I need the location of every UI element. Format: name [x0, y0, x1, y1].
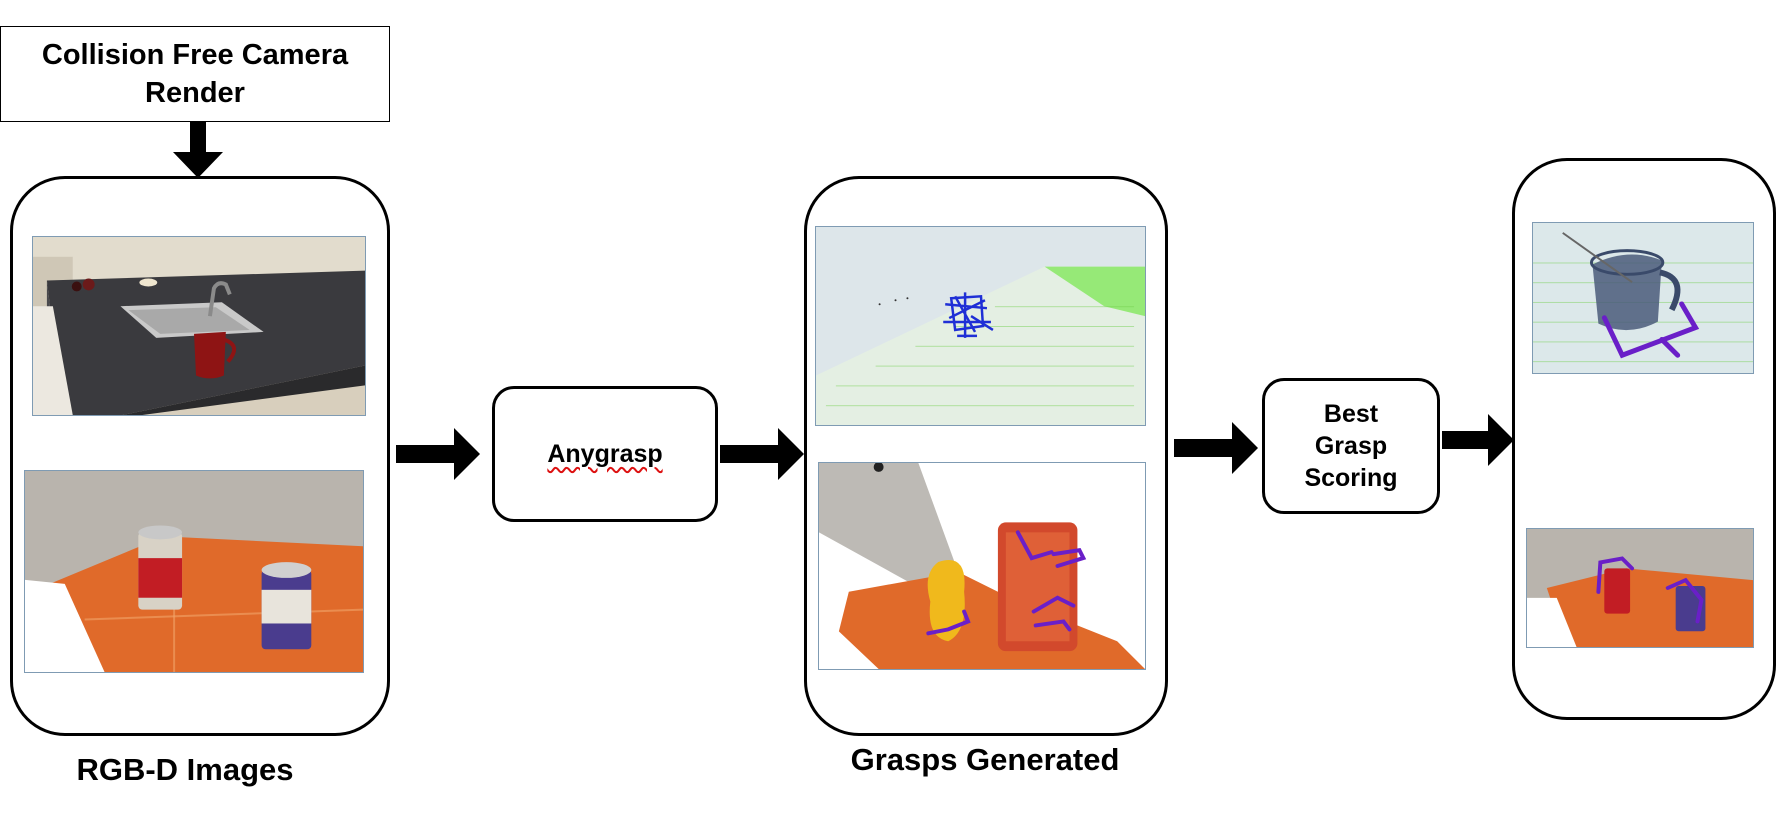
- arrow-down-icon: [173, 122, 223, 178]
- camera-render-line1: Collision Free Camera: [42, 36, 348, 74]
- best-grasp-scoring-box: Best Grasp Scoring: [1262, 378, 1440, 514]
- camera-render-line2: Render: [42, 74, 348, 112]
- grasps-generated-caption: Grasps Generated: [810, 742, 1160, 778]
- kitchen-render-image: [32, 236, 366, 416]
- arrow-right-icon: [396, 428, 480, 480]
- arrow-right-icon: [1442, 414, 1514, 466]
- arrow-right-icon: [720, 428, 804, 480]
- pointcloud-grasps-image: [815, 226, 1146, 426]
- camera-render-box: Collision Free Camera Render: [0, 26, 390, 122]
- cans-photo-image: [24, 470, 364, 673]
- best-grasp-mug-image: [1532, 222, 1754, 374]
- scoring-line3: Scoring: [1304, 462, 1397, 494]
- real-grasps-image: [818, 462, 1146, 670]
- rgbd-images-caption: RGB-D Images: [40, 752, 330, 788]
- scoring-line1: Best: [1304, 398, 1397, 430]
- best-grasp-real-image: [1526, 528, 1754, 648]
- anygrasp-label: Anygrasp: [547, 440, 662, 469]
- scoring-line2: Grasp: [1304, 430, 1397, 462]
- anygrasp-box: Anygrasp: [492, 386, 718, 522]
- arrow-right-icon: [1174, 422, 1258, 474]
